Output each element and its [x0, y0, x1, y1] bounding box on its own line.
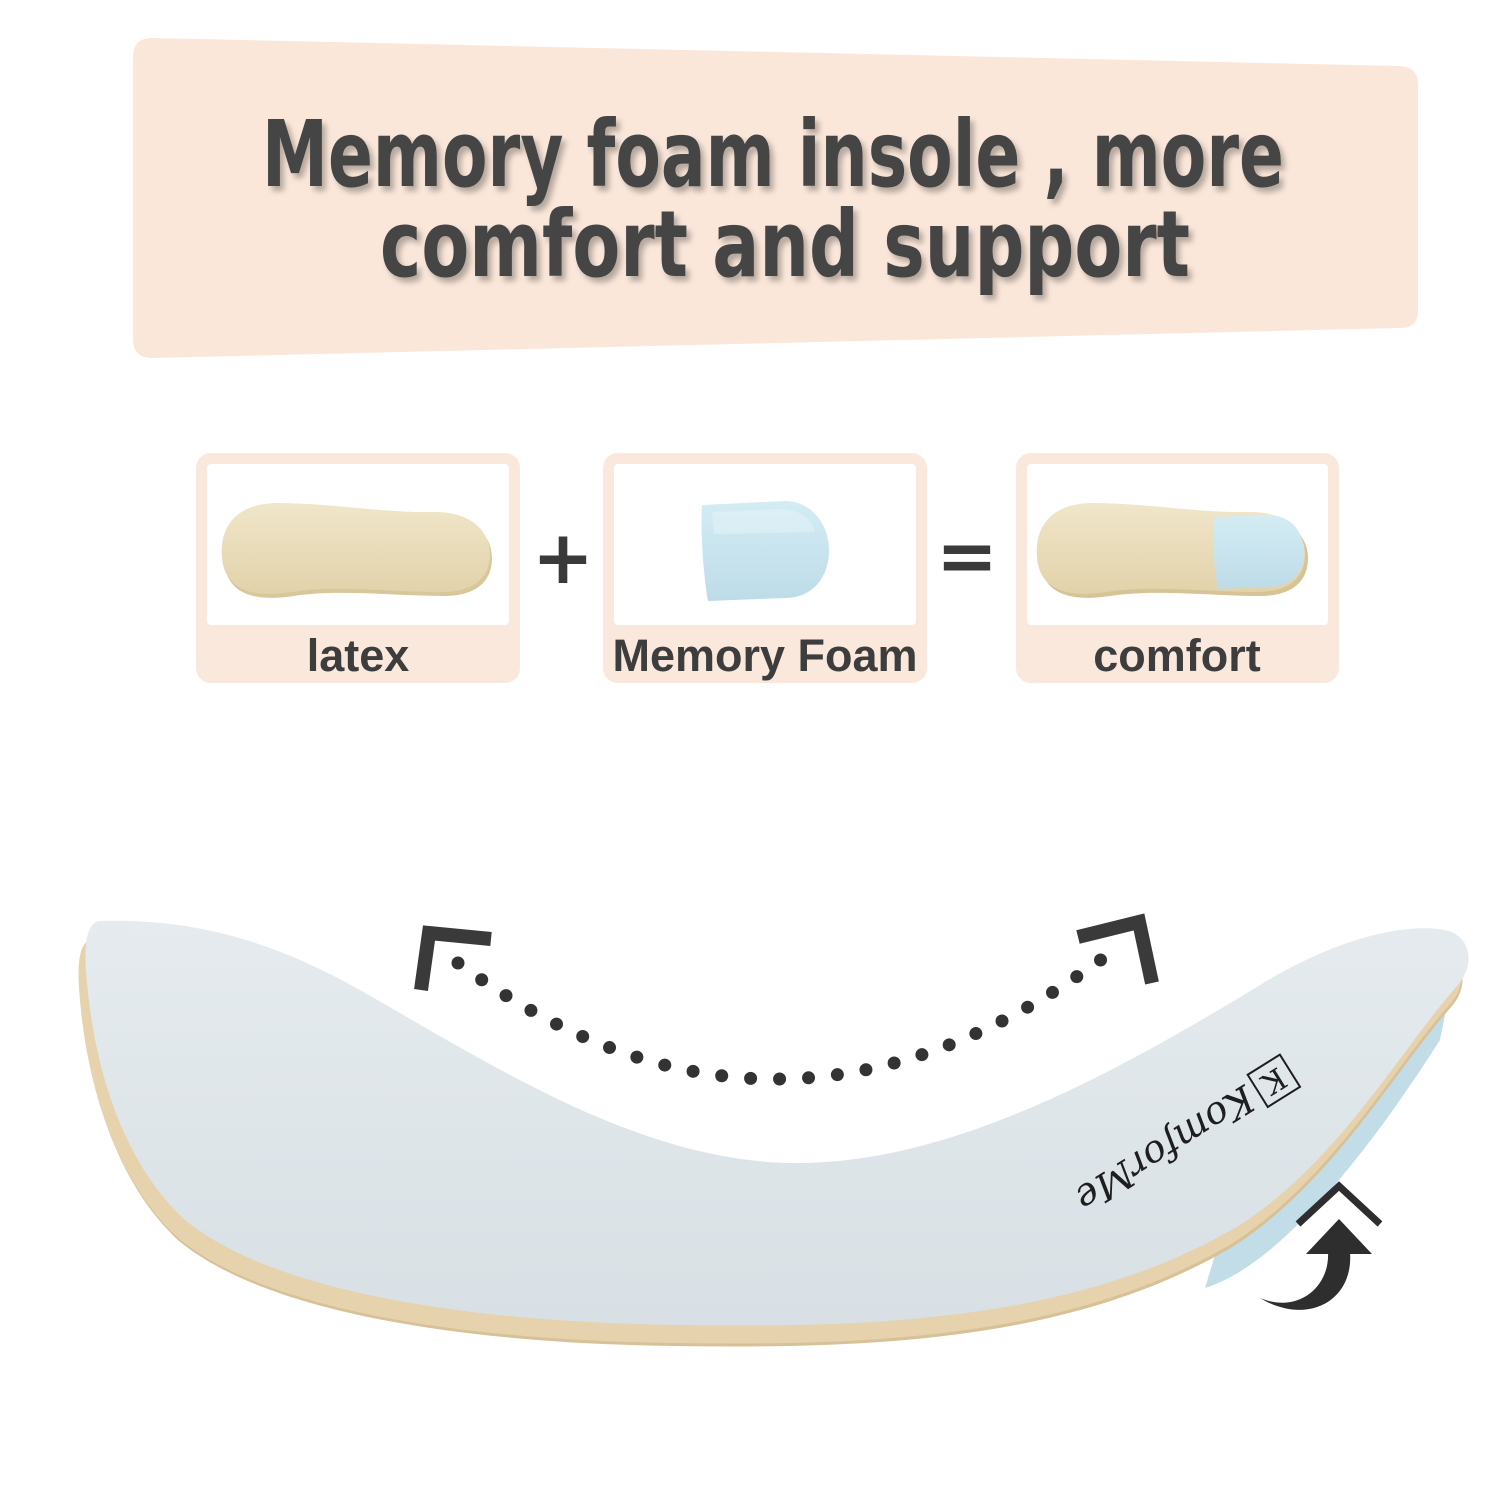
plus-sign: + — [532, 515, 594, 601]
component-card-latex: latex — [196, 453, 520, 683]
arrow-corner-left — [414, 925, 492, 991]
arrow-swoosh — [1260, 1252, 1351, 1310]
banner-background — [133, 38, 1418, 358]
combined-insole-foam-heel — [1213, 515, 1304, 589]
arrow-head — [1306, 1219, 1372, 1254]
equals-sign: = — [936, 513, 998, 599]
brand-logo-mark — [1246, 1053, 1302, 1109]
component-label-memory-foam: Memory Foam — [612, 630, 917, 681]
flexing-insole-illustration: K KomforMe — [78, 913, 1469, 1347]
latex-insole-image — [221, 503, 490, 594]
dotted-curved-arrow-icon — [414, 913, 1159, 1086]
component-card-comfort: comfort — [1016, 453, 1339, 683]
curved-up-arrow-icon — [1260, 1181, 1383, 1310]
title-banner: Memory foam insole , more comfort and su… — [133, 38, 1418, 358]
arrow-corner-right — [1076, 913, 1159, 985]
banner-title-line-1: Memory foam insole , more — [262, 101, 1284, 208]
dotted-arc — [451, 946, 1117, 1086]
banner-title-line-2: comfort and support — [380, 191, 1190, 298]
component-label-latex: latex — [307, 630, 410, 681]
component-label-comfort: comfort — [1093, 630, 1261, 681]
chevron-up-outline — [1295, 1181, 1383, 1227]
memory-foam-highlight — [712, 509, 815, 534]
component-equation: latex + Memory Foam = comfort — [196, 453, 1339, 683]
insole-top-surface — [85, 920, 1469, 1326]
component-card-memory-foam: Memory Foam — [603, 453, 927, 683]
